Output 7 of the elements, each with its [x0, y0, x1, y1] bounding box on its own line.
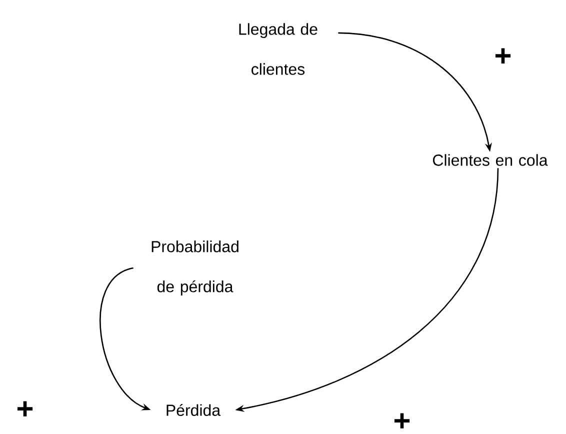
polarity-sign: +	[18, 401, 33, 416]
variable-label: Clientes en cola	[433, 154, 548, 166]
variable-label: Llegada de clientes	[239, 23, 318, 75]
polarity-sign: +	[496, 48, 511, 64]
variable-label: Pérdida	[166, 404, 221, 416]
polarity-sign: +	[394, 413, 410, 428]
variable-label: Probabilidad de pérdida	[152, 240, 238, 296]
